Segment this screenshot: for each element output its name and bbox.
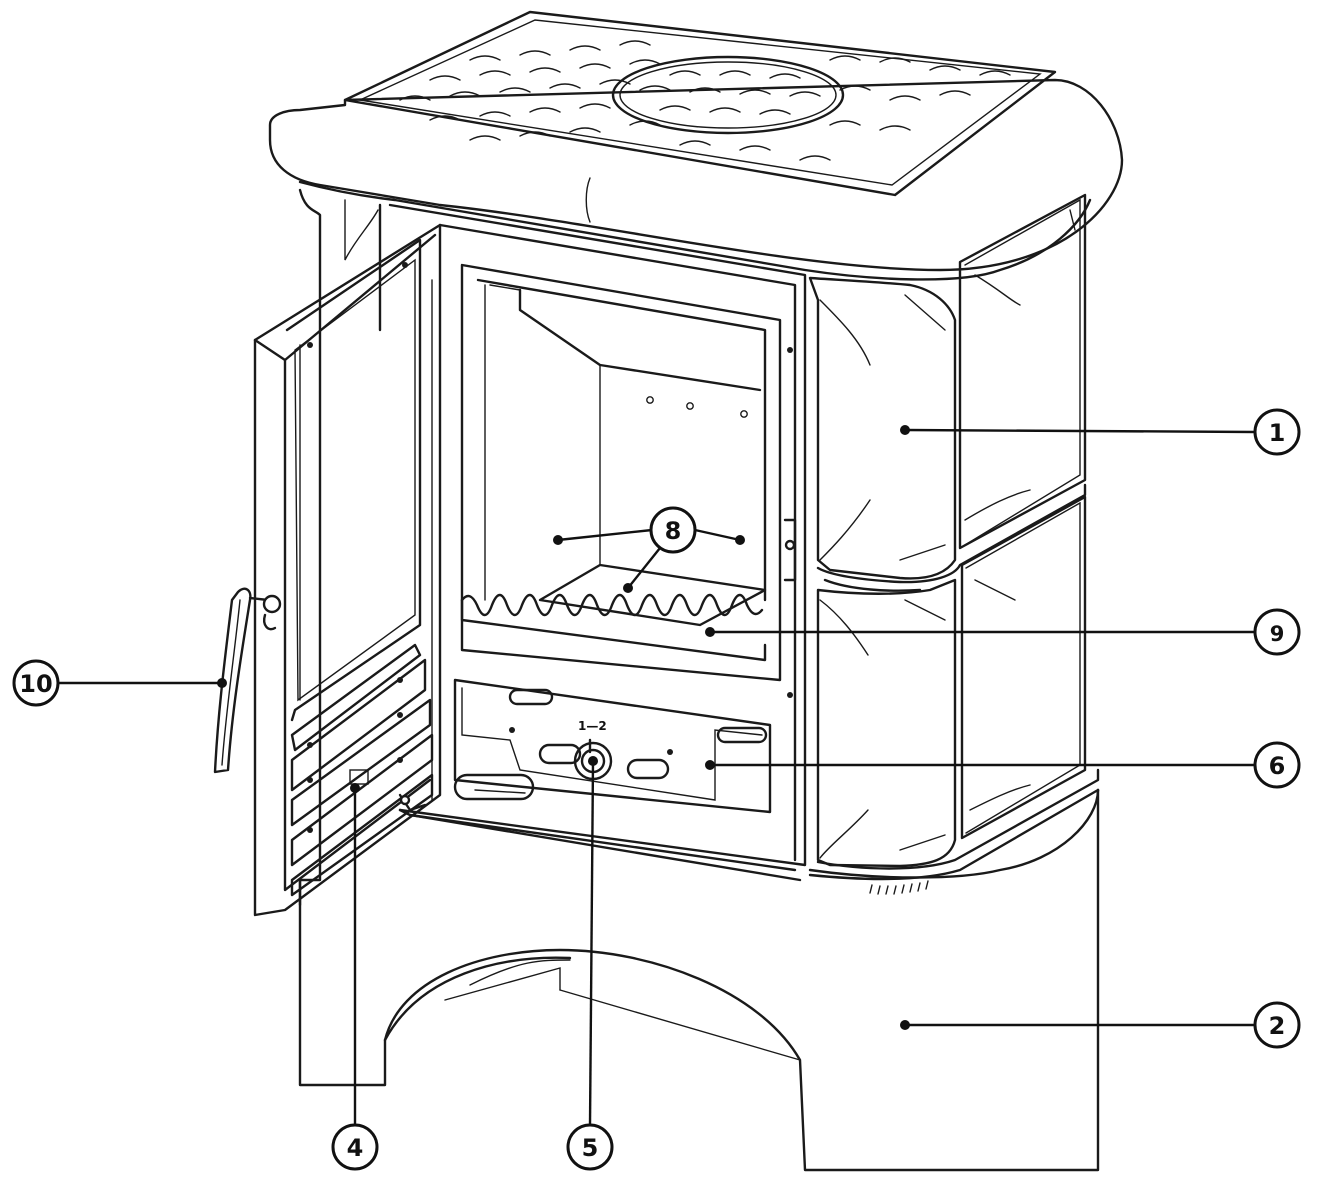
- svg-text:2: 2: [1269, 1012, 1286, 1040]
- svg-text:6: 6: [1269, 752, 1286, 780]
- callout-5[interactable]: 5: [566, 1123, 614, 1171]
- leader-dot-4: [350, 783, 360, 793]
- leader-dot-5: [588, 756, 598, 766]
- leader-dot-8a: [553, 535, 563, 545]
- leader-dot-10: [705, 627, 715, 637]
- front-frame: [388, 203, 807, 882]
- callout-2[interactable]: 2: [1253, 1001, 1301, 1049]
- firebox: [460, 263, 797, 698]
- callout-10[interactable]: 9: [1253, 608, 1301, 656]
- leader-line-8a: [557, 528, 653, 542]
- svg-text:5: 5: [582, 1134, 599, 1162]
- stove-top: [268, 10, 1124, 281]
- svg-text:1: 1: [1269, 419, 1286, 447]
- air-control-scale-label: 1—2: [578, 719, 607, 733]
- leader-line-8c: [627, 547, 661, 589]
- leader-dot-1: [900, 425, 910, 435]
- callout-1[interactable]: 1: [1253, 408, 1301, 456]
- door-handle: [213, 587, 282, 774]
- callout-4[interactable]: 4: [331, 1123, 379, 1171]
- svg-text:10: 10: [19, 670, 52, 698]
- callouts: 1 9 6 2 10: [12, 408, 1301, 1171]
- callout-6[interactable]: 6: [1253, 741, 1301, 789]
- svg-text:4: 4: [347, 1134, 364, 1162]
- open-door: [253, 223, 442, 917]
- leader-dot-9: [217, 678, 227, 688]
- callout-9[interactable]: 10: [12, 659, 60, 707]
- leader-dot-8b: [735, 535, 745, 545]
- svg-text:8: 8: [665, 517, 682, 545]
- leader-line-8b: [694, 528, 741, 542]
- stove-base: [298, 788, 1100, 1172]
- leader-line-5: [588, 760, 595, 1126]
- leader-dot-6: [705, 760, 715, 770]
- leader-dot-8c: [623, 583, 633, 593]
- leader-line-1: [904, 428, 1256, 434]
- callout-8[interactable]: 8: [649, 506, 697, 554]
- air-control-panel: 1—2: [453, 678, 772, 814]
- svg-text:9: 9: [1270, 622, 1285, 646]
- leader-dot-2: [900, 1020, 910, 1030]
- side-tiles: [808, 193, 1100, 881]
